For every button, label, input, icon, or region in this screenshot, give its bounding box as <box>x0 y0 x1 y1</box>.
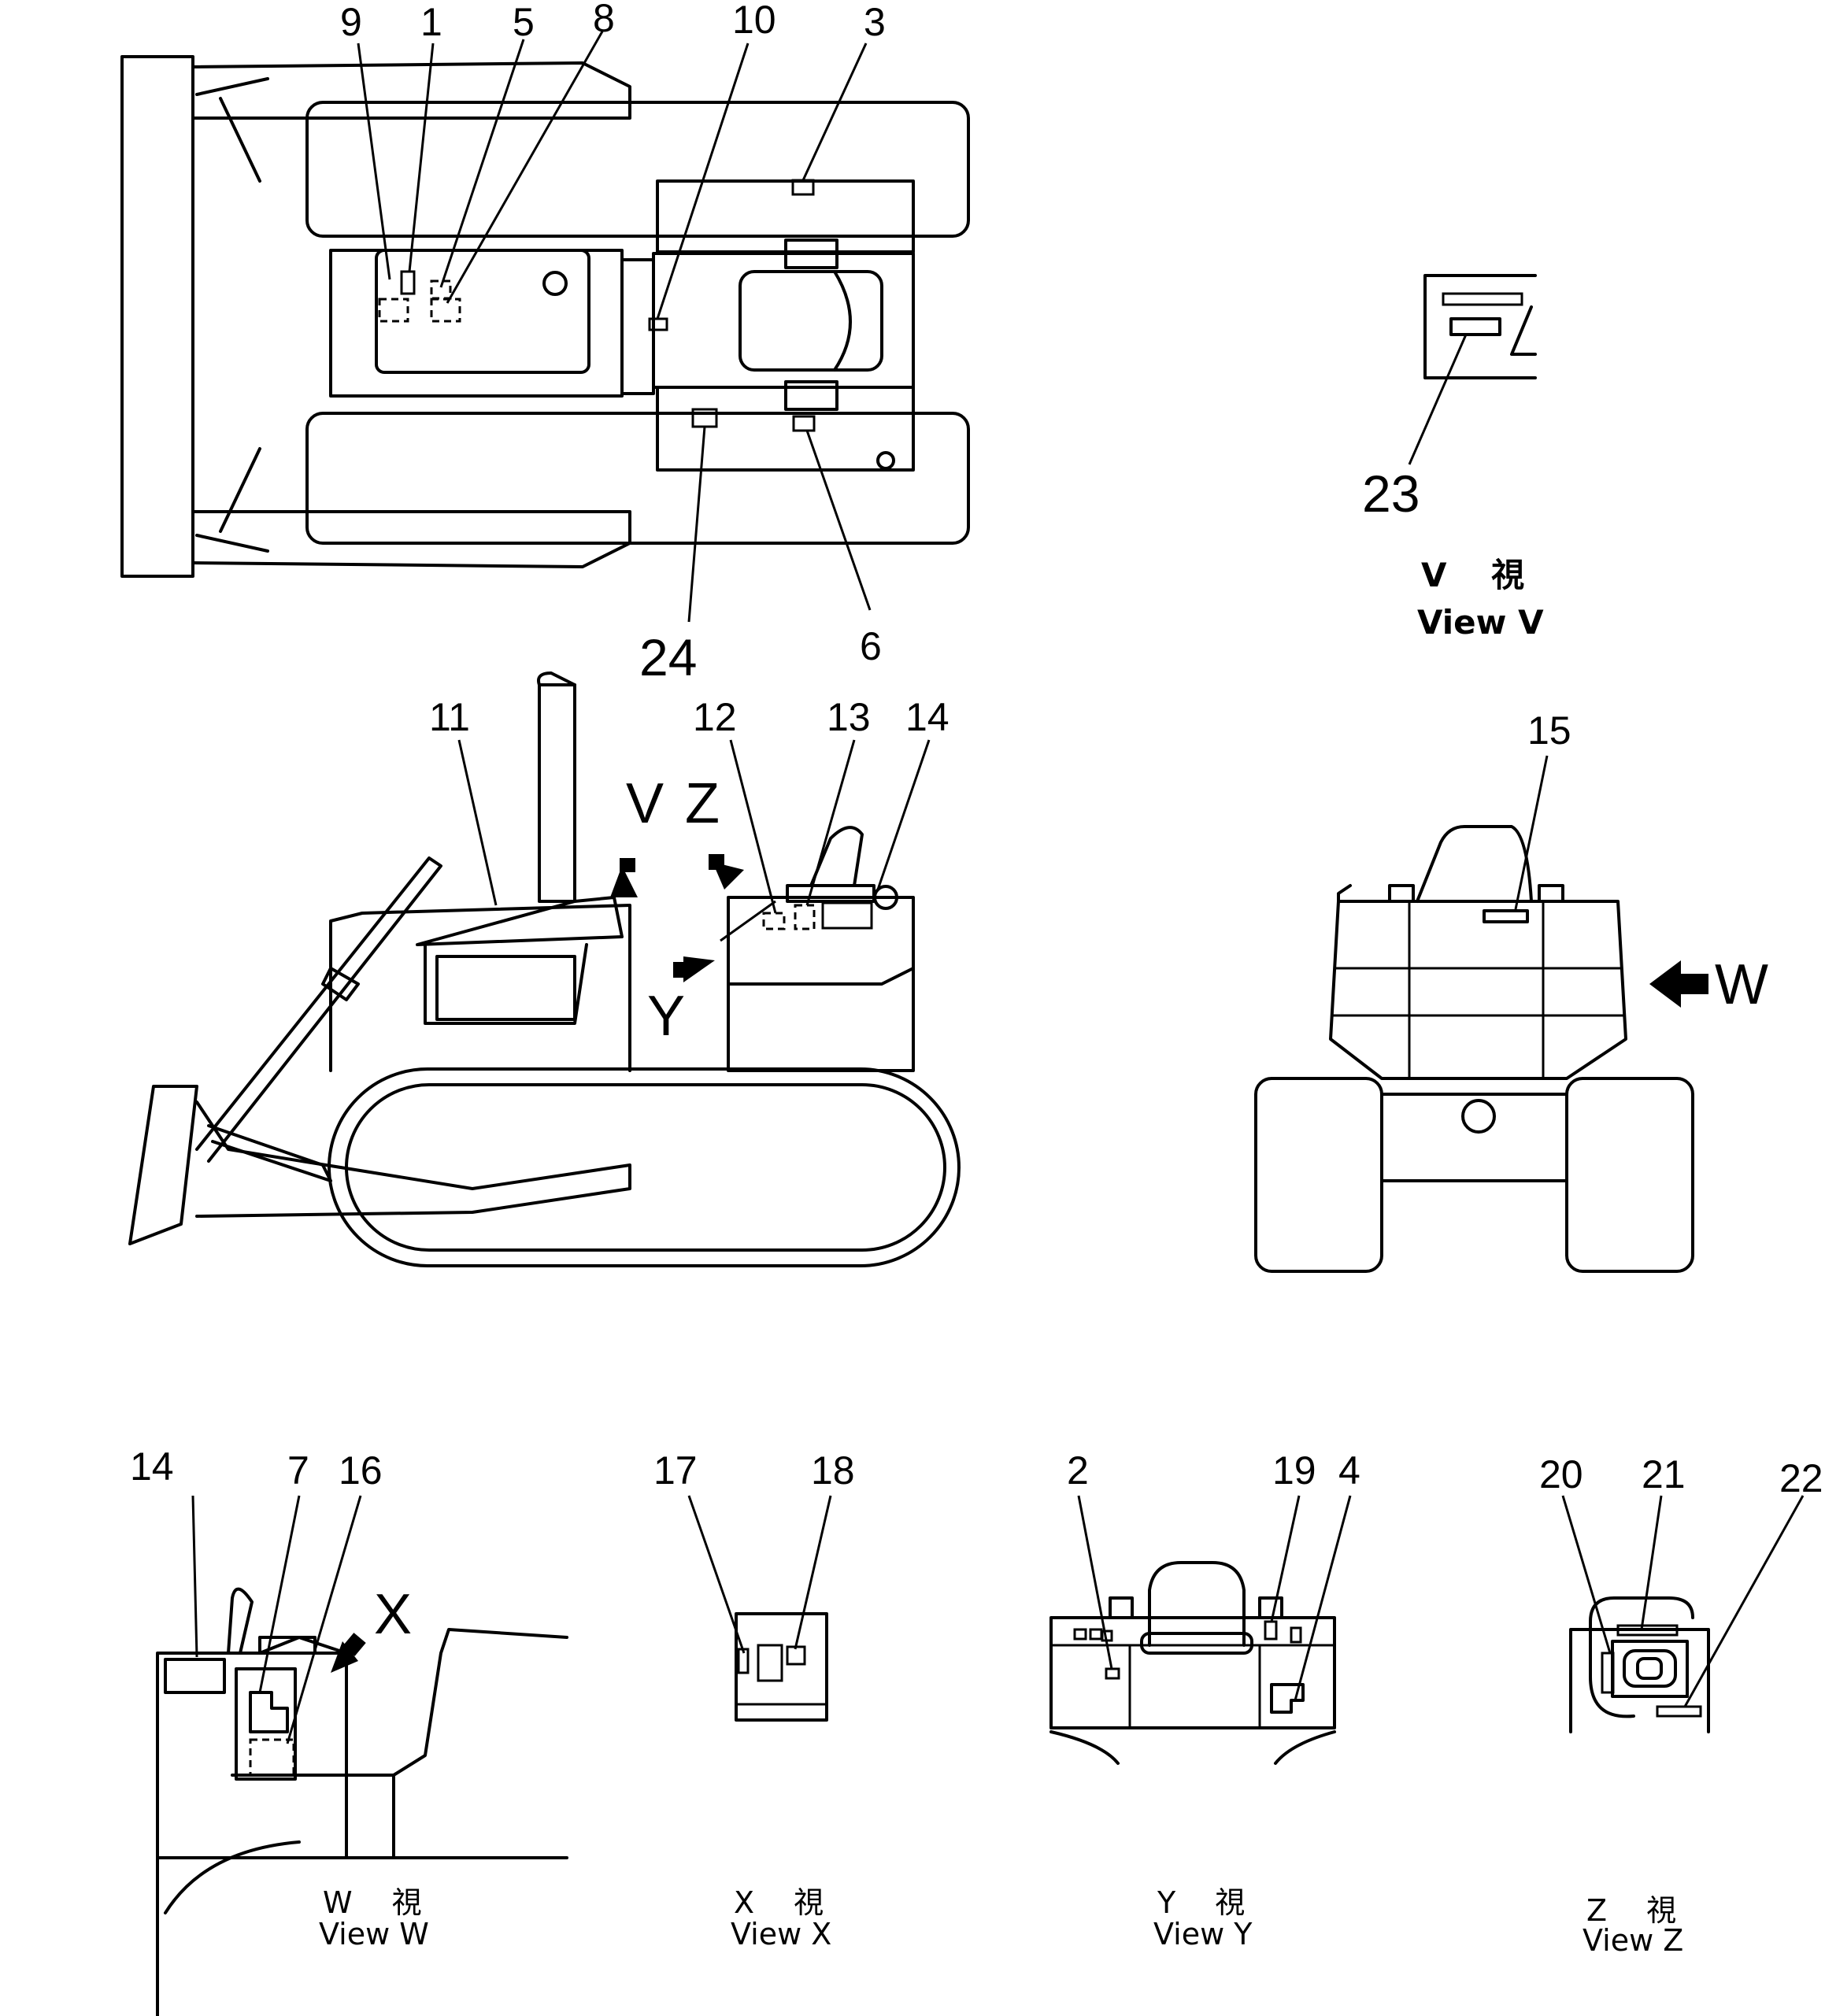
callout-7: 7 <box>287 1448 309 1493</box>
callout-20: 20 <box>1539 1452 1583 1496</box>
label-x: X <box>374 1583 412 1646</box>
callout-16: 16 <box>339 1448 383 1493</box>
callout-22: 22 <box>1779 1456 1823 1500</box>
side-view-leaders <box>457 739 931 914</box>
callout-13: 13 <box>827 695 871 739</box>
top-view-leaders <box>357 31 872 623</box>
view-w-detail <box>156 1495 568 2016</box>
view-w-caption-jp: W 視 <box>323 1885 422 1920</box>
label-w: W <box>1715 953 1768 1016</box>
callout-23: 23 <box>1362 464 1420 523</box>
callout-15: 15 <box>1527 708 1571 753</box>
label-y: Y <box>647 985 685 1048</box>
callout-19: 19 <box>1272 1448 1316 1493</box>
callout-2: 2 <box>1067 1448 1089 1493</box>
view-v-caption-jp: V 視 <box>1421 556 1524 594</box>
view-w-caption-en: View W <box>319 1917 429 1951</box>
side-view <box>128 671 961 1267</box>
top-view <box>120 55 970 578</box>
arrow-y-icon <box>683 956 715 982</box>
callout-14-view-w: 14 <box>130 1444 174 1489</box>
view-z-detail <box>1561 1495 1805 1733</box>
arrow-v-icon <box>610 866 638 897</box>
label-z: Z <box>685 772 720 835</box>
callout-6: 6 <box>860 624 882 668</box>
view-v-caption-en: View V <box>1417 603 1544 642</box>
view-y-caption-en: View Y <box>1153 1917 1253 1951</box>
label-v: V <box>626 772 664 835</box>
view-z-caption-jp: Z 視 <box>1586 1893 1676 1928</box>
callout-21: 21 <box>1642 1452 1686 1496</box>
callout-14: 14 <box>905 695 950 739</box>
view-y-detail <box>1049 1495 1352 1765</box>
view-x-caption-jp: X 視 <box>734 1885 824 1920</box>
callout-12: 12 <box>693 695 737 739</box>
callout-4: 4 <box>1338 1448 1360 1493</box>
view-v-detail <box>1408 274 1537 465</box>
callout-17: 17 <box>653 1448 698 1493</box>
callout-18: 18 <box>811 1448 855 1493</box>
arrow-w-icon <box>1649 960 1681 1008</box>
callout-5: 5 <box>513 0 535 44</box>
view-x-caption-en: View X <box>731 1917 831 1951</box>
callout-11: 11 <box>429 695 470 739</box>
callout-24: 24 <box>639 628 697 686</box>
arrow-x-icon <box>331 1641 358 1673</box>
view-y-caption-jp: Y 視 <box>1157 1885 1245 1920</box>
view-x-detail <box>687 1495 832 1722</box>
callout-10: 10 <box>732 0 776 42</box>
view-z-caption-en: View Z <box>1583 1923 1683 1958</box>
callout-1: 1 <box>420 0 442 44</box>
callout-8: 8 <box>593 0 615 40</box>
callout-9: 9 <box>340 0 362 44</box>
callout-3: 3 <box>864 0 886 44</box>
rear-view <box>1254 755 1708 1273</box>
